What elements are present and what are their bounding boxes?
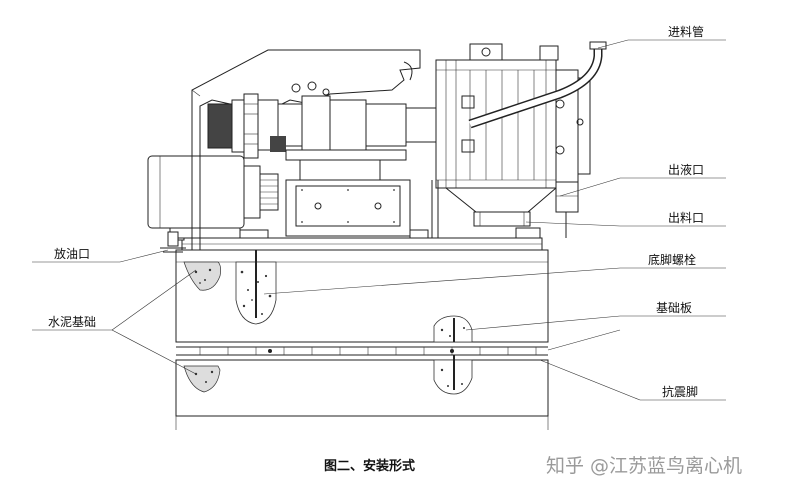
feed-pipe [468, 41, 607, 129]
oil-drain-valve [160, 231, 186, 253]
basket-housing [435, 43, 591, 189]
label-feed-pipe: 进料管 [668, 24, 704, 39]
bearing-support [285, 179, 411, 237]
label-oil-drain: 放油口 [54, 246, 90, 261]
motor [147, 155, 279, 239]
casing-legs [431, 180, 567, 238]
label-discharge-outlet: 出料口 [668, 211, 704, 225]
leader-lines [32, 39, 726, 401]
anchor-bolt-pocket [235, 243, 277, 325]
figure-caption: 图二、安装形式 [324, 458, 415, 474]
cement-foundation-block [175, 249, 549, 430]
base-plate-pocket-top [433, 315, 473, 343]
watermark: 知乎 @江苏蓝鸟离心机 [546, 455, 742, 477]
grout-pocket-left-bottom [183, 365, 221, 393]
discharge-hopper [444, 187, 558, 227]
label-liquid-outlet: 出液口 [668, 162, 704, 177]
liquid-outlet [555, 181, 579, 213]
label-anchor-bolt: 底脚螺栓 [648, 252, 696, 267]
base-frame [169, 227, 543, 251]
label-cement-foundation: 水泥基础 [48, 315, 96, 329]
grout-pocket-left-top [183, 261, 222, 291]
label-anti-vibration-foot: 抗震脚 [662, 384, 698, 399]
machine-casing [191, 49, 421, 250]
label-base-plate: 基础板 [656, 301, 692, 315]
base-plate-pocket-bottom [433, 355, 473, 395]
clutch-assembly [207, 81, 437, 181]
